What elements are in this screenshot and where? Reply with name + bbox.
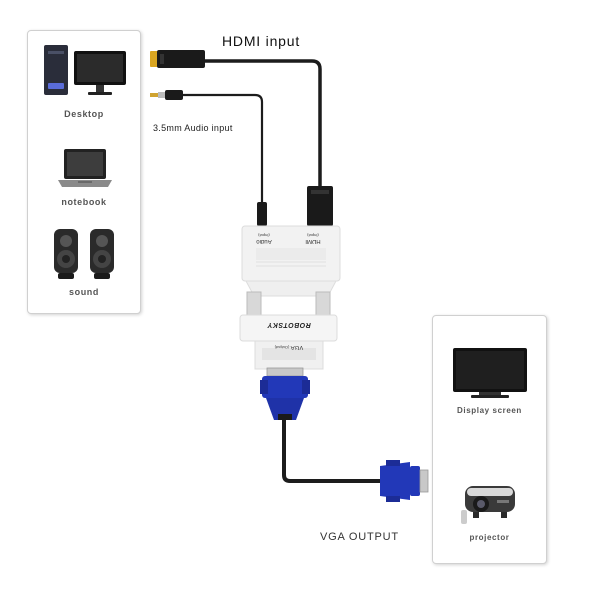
device-label-desktop: Desktop [64, 109, 104, 119]
tv-monitor-icon [453, 348, 527, 398]
vga-output-label: VGA OUTPUT [320, 531, 399, 543]
audio-cable [182, 93, 264, 202]
laptop-icon [58, 149, 112, 187]
adapter-vga-port-label: VGA (Output) [274, 344, 304, 350]
desktop-computer-icon [44, 45, 126, 95]
audio-input-label: 3.5mm Audio input [153, 123, 233, 133]
projector-icon [461, 486, 515, 524]
adapter-body [239, 225, 341, 370]
adapter-brand-label: ROBOTSKY [267, 321, 311, 328]
speakers-icon [54, 229, 114, 279]
adapter-hdmi-port-label: HDMI (Input) [305, 233, 321, 244]
audio-jack-plug [150, 90, 183, 100]
device-label-projector: projector [469, 533, 510, 542]
hdmi-input-label: HDMI input [222, 33, 301, 49]
vga-connector-upper [260, 367, 310, 420]
hdmi-cable [205, 59, 322, 186]
vga-connector-right [380, 460, 429, 502]
output-devices-panel: Display screen projector [432, 315, 547, 564]
device-label-notebook: notebook [61, 197, 107, 207]
source-devices-panel: Desktop notebook sound [27, 30, 141, 314]
device-label-display-screen: Display screen [457, 406, 522, 415]
audio-jack-inserted [257, 202, 267, 226]
hdmi-plug [150, 50, 205, 68]
adapter-audio-port-label: Audio (Input) [256, 233, 272, 244]
hdmi-plug-inserted [307, 186, 333, 226]
vga-cable [282, 420, 380, 483]
device-label-sound: sound [69, 287, 99, 297]
